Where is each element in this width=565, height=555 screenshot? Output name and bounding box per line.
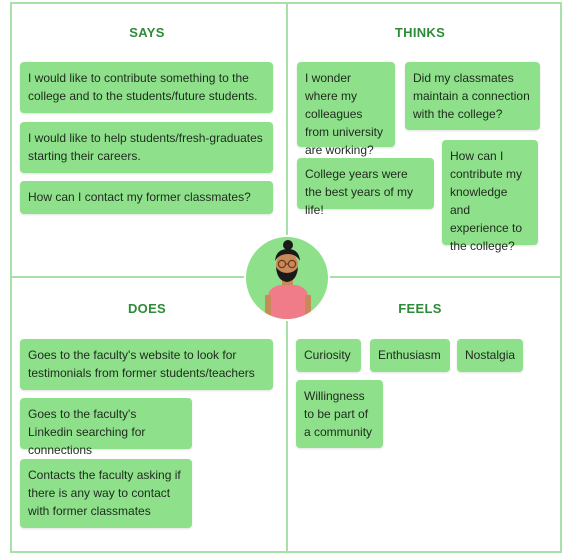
feels-note-3[interactable]: Nostalgia [457, 339, 523, 372]
thinks-note-2[interactable]: Did my classmates maintain a connection … [405, 62, 540, 130]
thinks-title: THINKS [394, 25, 446, 40]
thinks-note-4[interactable]: How can I contribute my knowledge and ex… [442, 140, 538, 253]
does-note-1[interactable]: Goes to the faculty's website to look fo… [20, 339, 273, 390]
thinks-note-3[interactable]: College years were the best years of my … [297, 158, 434, 217]
says-note-1[interactable]: I would like to contribute something to … [20, 62, 273, 113]
feels-note-1[interactable]: Curiosity [296, 339, 361, 372]
feels-title: FEELS [398, 301, 442, 316]
feels-note-2[interactable]: Enthusiasm [370, 339, 450, 372]
person-illustration [265, 240, 311, 319]
does-note-3[interactable]: Contacts the faculty asking if there is … [20, 459, 192, 528]
person-avatar-icon [244, 235, 330, 321]
feels-note-4[interactable]: Willingness to be part of a community [296, 380, 383, 448]
says-note-3[interactable]: How can I contact my former classmates? [20, 181, 273, 214]
says-title: SAYS [129, 25, 165, 40]
does-title: DOES [127, 301, 167, 316]
thinks-note-1[interactable]: I wonder where my colleagues from univer… [297, 62, 395, 157]
does-note-2[interactable]: Goes to the faculty's Linkedin searching… [20, 398, 192, 457]
says-note-2[interactable]: I would like to help students/fresh-grad… [20, 122, 273, 173]
